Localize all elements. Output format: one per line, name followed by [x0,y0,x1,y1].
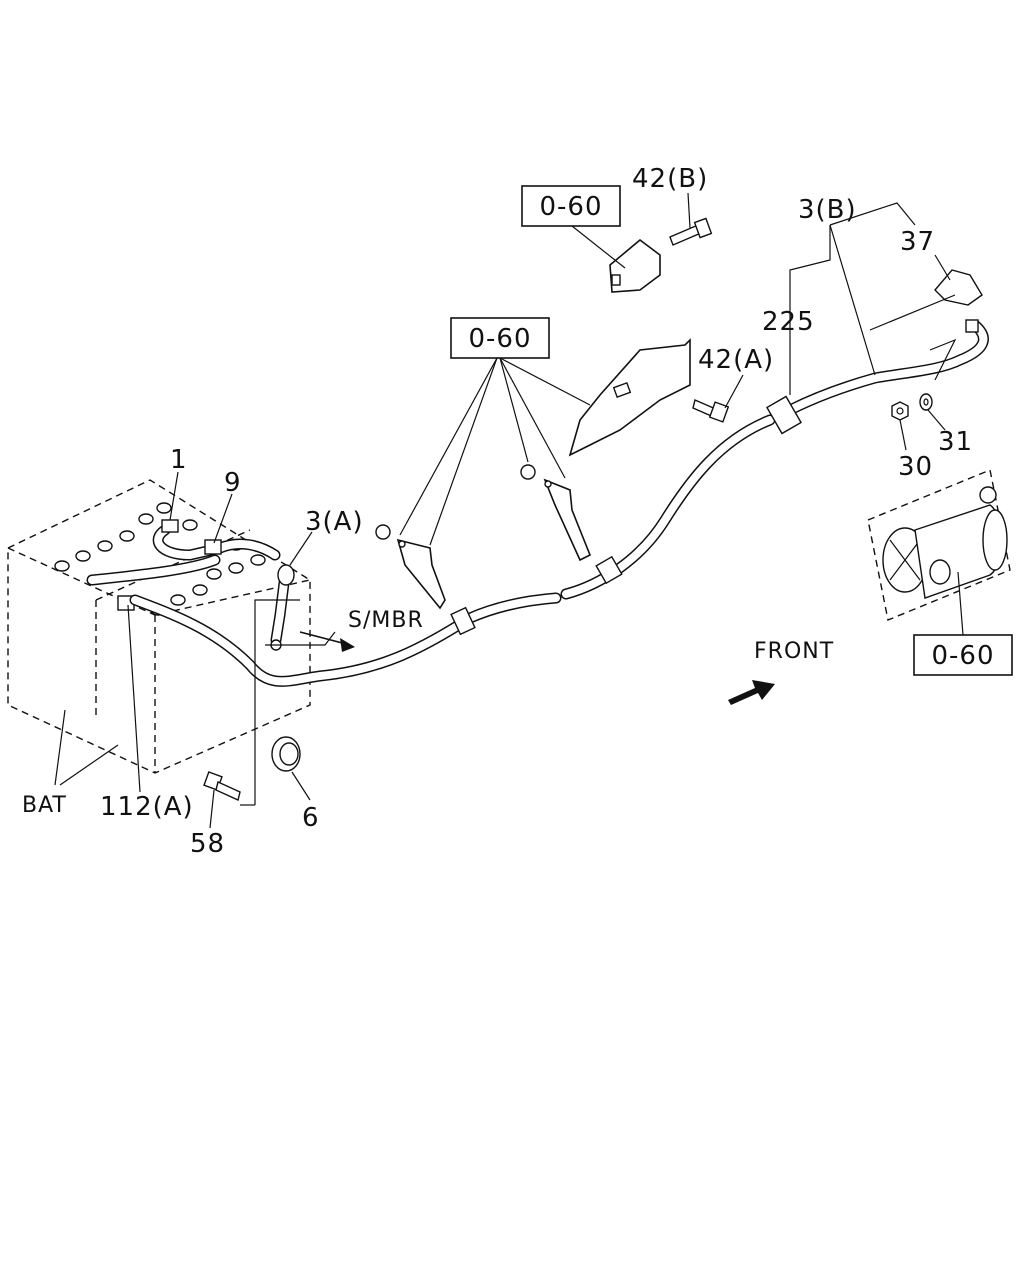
bolt-58-icon [203,771,241,801]
label-31: 31 [938,427,973,457]
cable-bracket-middle [520,464,592,562]
main-battery-cable [129,319,989,687]
battery-icon [7,479,311,774]
label-42b: 42(B) [632,164,708,194]
label-1: 1 [170,445,188,475]
label-3a: 3(A) [305,507,364,537]
leader-lines [54,192,964,829]
nut-30-icon [891,401,909,421]
cable-bracket-left [375,524,446,610]
ref-box-starter-label: 0-60 [931,641,994,671]
label-3b: 3(B) [798,195,857,225]
washer-31-icon [919,393,933,411]
label-37: 37 [900,227,935,257]
ref-box-starter: 0-60 [913,634,1013,676]
label-42a: 42(A) [698,345,774,375]
frame-bracket-42b [609,238,661,293]
terminal-cover-37-icon [934,269,983,306]
frame-bracket-42a [568,338,691,457]
label-smbr: S/MBR [348,608,424,633]
battery-jumper-cable [86,519,281,611]
label-6: 6 [302,803,320,833]
label-225: 225 [762,307,815,337]
label-bat: BAT [22,793,67,818]
bolt-42b-icon [669,217,713,246]
ref-box-top-label: 0-60 [539,192,602,222]
smbr-arrow-icon [299,631,355,652]
label-30: 30 [898,452,933,482]
grommet-6-icon [271,736,301,772]
label-112a: 112(A) [100,792,194,822]
bolt-42a-icon [692,399,730,423]
ref-box-middle: 0-60 [450,317,550,359]
label-58: 58 [190,829,225,859]
ground-cable-3a [270,564,295,651]
label-front: FRONT [754,639,834,664]
starter-motor-icon [867,469,1011,621]
ref-box-top: 0-60 [521,185,621,227]
label-9: 9 [224,468,242,498]
front-arrow-icon [728,680,775,705]
ref-box-middle-label: 0-60 [468,324,531,354]
